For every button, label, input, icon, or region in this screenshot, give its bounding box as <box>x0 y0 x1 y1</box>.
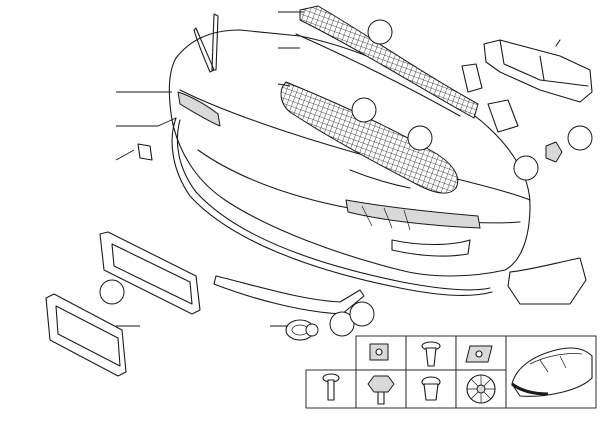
clip-nut-square-icon <box>369 343 389 361</box>
lower-trim-strip <box>213 275 365 315</box>
bracket-upper-right <box>461 63 483 93</box>
upper-grille-strip <box>295 5 479 119</box>
callout-circle <box>305 323 319 337</box>
clip-right <box>545 141 563 163</box>
bracket-mid-right <box>487 99 519 133</box>
clip-left <box>137 143 153 161</box>
callout-circle <box>329 311 355 337</box>
air-duct <box>483 39 593 103</box>
callout-circle <box>349 301 375 327</box>
vehicle-cell <box>505 335 597 409</box>
callout-circle <box>99 279 125 305</box>
center-grille <box>280 81 459 194</box>
car-front-highlight-icon <box>511 347 593 397</box>
callouts <box>99 19 593 337</box>
callout-circle <box>367 19 393 45</box>
lower-spoiler-strip <box>171 117 493 297</box>
clip-nut-flat-icon <box>465 345 493 363</box>
callout-circle <box>513 155 539 181</box>
expanding-rivet-icon <box>421 341 441 367</box>
fastener-table <box>305 335 597 409</box>
leader-lines <box>115 11 304 327</box>
corner-bracket <box>507 257 587 305</box>
plate-base <box>99 231 201 315</box>
plastic-nut-icon <box>421 376 441 401</box>
callout-circle <box>407 125 433 151</box>
round-clip-star-icon <box>466 374 496 404</box>
callout-circle <box>567 125 593 151</box>
plate-holder <box>45 293 127 377</box>
hex-bolt-icon <box>367 375 395 405</box>
bumper-cover <box>168 13 531 277</box>
callout-circle <box>351 97 377 123</box>
push-rivet-icon <box>322 373 340 401</box>
